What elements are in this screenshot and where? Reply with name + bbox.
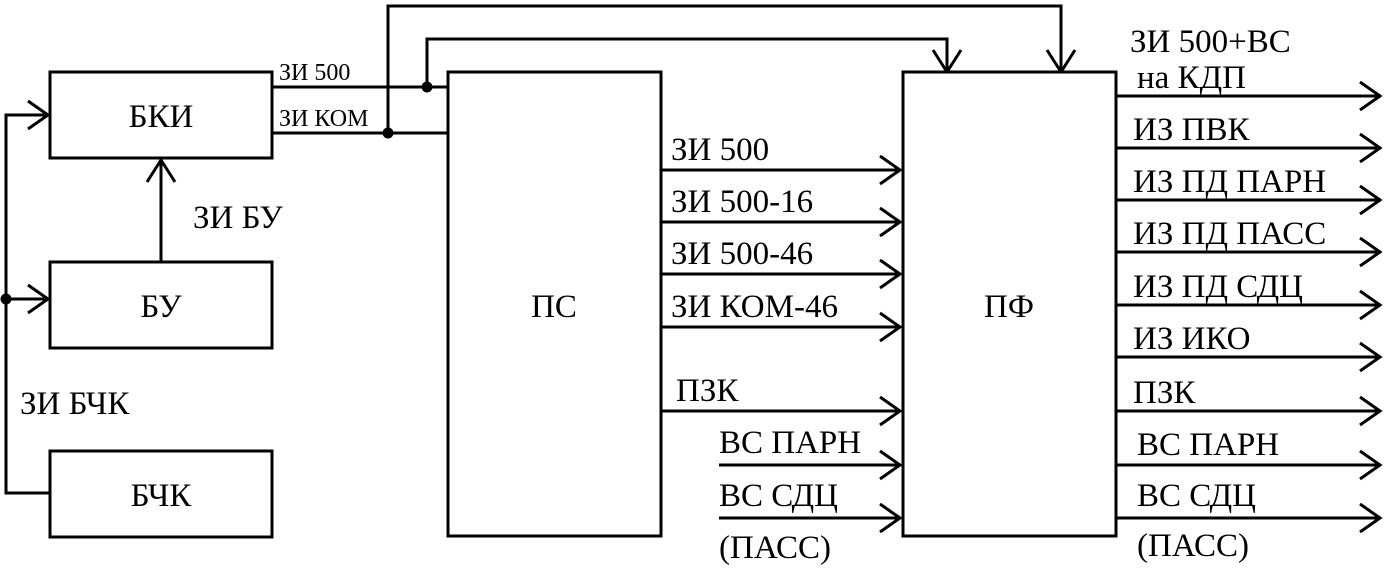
pf-output-vs-sdc: ВС СДЦ bbox=[1116, 478, 1383, 534]
zikom-branch-to-pf bbox=[386, 4, 1063, 133]
block-ps-label: ПС bbox=[531, 289, 577, 325]
block-bchk-label: БЧК bbox=[131, 478, 193, 514]
pf-out-arrowhead bbox=[1359, 289, 1383, 321]
ps-output-zikom-46: ЗИ КОМ-46 bbox=[661, 289, 903, 343]
pf-out-arrowhead bbox=[1359, 184, 1383, 216]
ext-in-label: ВС ПАРН bbox=[719, 425, 861, 461]
block-bchk: БЧК bbox=[48, 449, 274, 539]
ps-out-label: ЗИ 500 bbox=[671, 132, 769, 168]
ext-input-vs-parn: ВС ПАРН bbox=[719, 425, 903, 481]
ext-input-vs-sdc: ВС СДЦ bbox=[719, 478, 903, 534]
ps-out-label: ПЗК bbox=[676, 373, 739, 409]
ps-output-zi500-46: ЗИ 500-46 bbox=[661, 236, 903, 290]
ps-out-arrowhead bbox=[879, 258, 903, 290]
ps-out-arrowhead bbox=[879, 311, 903, 343]
zi-bchk-label: ЗИ БЧК bbox=[20, 386, 130, 422]
pf-out-label: ПЗК bbox=[1133, 375, 1196, 411]
pf-out-label: ИЗ ПД СДЦ bbox=[1133, 269, 1303, 305]
block-bki-label: БКИ bbox=[129, 99, 194, 135]
pf-output-iz-pd-sdc: ИЗ ПД СДЦ bbox=[1116, 269, 1383, 321]
zi-bchk-to-bu-arrowhead bbox=[27, 283, 51, 315]
ps-out-label: ЗИ КОМ-46 bbox=[671, 289, 838, 325]
pf-out-arrowhead bbox=[1359, 502, 1383, 534]
pf-output-na-kdp: на КДП bbox=[1116, 60, 1383, 112]
pf-out-arrowhead bbox=[1359, 80, 1383, 112]
block-bu-label: БУ bbox=[140, 289, 182, 325]
pf-out-label: ИЗ ИКО bbox=[1133, 321, 1250, 357]
pf-output-header: ЗИ 500+ВС bbox=[1130, 24, 1291, 60]
ext-in-arrowhead bbox=[879, 449, 903, 481]
ps-out-label: ЗИ 500-46 bbox=[671, 236, 813, 272]
zi-bchk-to-bki-arrowhead bbox=[27, 99, 51, 131]
ext-in-label: ВС СДЦ bbox=[719, 478, 838, 514]
pf-output-iz-iko: ИЗ ИКО bbox=[1116, 321, 1383, 373]
bki-output-lines: ЗИ 500 ЗИ КОМ bbox=[272, 4, 1077, 139]
pf-output-footer: (ПАСС) bbox=[1137, 528, 1249, 564]
pf-out-arrowhead bbox=[1359, 449, 1383, 481]
zi500-branch-to-pf bbox=[425, 37, 949, 87]
ps-out-label: ЗИ 500-16 bbox=[671, 184, 813, 220]
ps-out-arrowhead bbox=[879, 395, 903, 427]
ps-output-zi500: ЗИ 500 bbox=[661, 132, 903, 186]
pf-out-label: ИЗ ПД ПАСС bbox=[1133, 216, 1326, 252]
pf-output-iz-pvk: ИЗ ПВК bbox=[1116, 112, 1383, 164]
zi-bu-label: ЗИ БУ bbox=[193, 200, 283, 236]
link-zi-bchk: ЗИ БЧК bbox=[0, 99, 130, 495]
pf-outputs: ЗИ 500+ВС на КДП ИЗ ПВК ИЗ ПД ПАРН ИЗ ПД… bbox=[1116, 24, 1383, 564]
block-bchk-box bbox=[48, 449, 274, 539]
ps-to-pf-signals: ЗИ 500 ЗИ 500-16 ЗИ 500-46 ЗИ КОМ-46 ПЗК bbox=[661, 132, 903, 427]
pf-out-arrowhead bbox=[1359, 236, 1383, 268]
pf-out-arrowhead bbox=[1359, 395, 1383, 427]
pf-external-inputs: ВС ПАРН ВС СДЦ (ПАСС) bbox=[719, 425, 903, 566]
ext-input-pass-label: (ПАСС) bbox=[719, 530, 831, 566]
block-bu-box bbox=[48, 260, 274, 350]
block-pf: ПФ bbox=[901, 70, 1118, 538]
pf-output-iz-pd-pass: ИЗ ПД ПАСС bbox=[1116, 216, 1383, 268]
pf-out-arrowhead bbox=[1359, 341, 1383, 373]
ps-output-zi500-16: ЗИ 500-16 bbox=[661, 184, 903, 238]
bki-zi500-label: ЗИ 500 bbox=[279, 60, 350, 86]
ext-in-arrowhead bbox=[879, 502, 903, 534]
pf-out-label: ИЗ ПД ПАРН bbox=[1133, 164, 1326, 200]
block-pf-label: ПФ bbox=[984, 289, 1034, 325]
pf-out-label: ИЗ ПВК bbox=[1133, 112, 1250, 148]
block-pf-box bbox=[901, 70, 1118, 538]
link-zi-bu: ЗИ БУ bbox=[145, 157, 283, 262]
pf-out-arrowhead bbox=[1359, 132, 1383, 164]
zi-bchk-junction-dot bbox=[0, 293, 12, 305]
pf-out-label: на КДП bbox=[1137, 60, 1246, 96]
ps-out-arrowhead bbox=[879, 154, 903, 186]
bki-zikom-label: ЗИ КОМ bbox=[279, 106, 368, 132]
pf-output-vs-parn: ВС ПАРН bbox=[1116, 427, 1383, 481]
ps-out-arrowhead bbox=[879, 206, 903, 238]
ps-output-pzk: ПЗК bbox=[661, 373, 903, 427]
zi-bu-arrowhead bbox=[145, 157, 177, 183]
pf-out-label: ВС СДЦ bbox=[1137, 478, 1256, 514]
block-bki: БКИ bbox=[48, 70, 274, 160]
pf-output-pzk: ПЗК bbox=[1116, 375, 1383, 427]
block-ps-box bbox=[446, 70, 663, 538]
pf-output-iz-pd-parn: ИЗ ПД ПАРН bbox=[1116, 164, 1383, 216]
block-bu: БУ bbox=[48, 260, 274, 350]
block-ps: ПС bbox=[446, 70, 663, 538]
pf-out-label: ВС ПАРН bbox=[1137, 427, 1279, 463]
